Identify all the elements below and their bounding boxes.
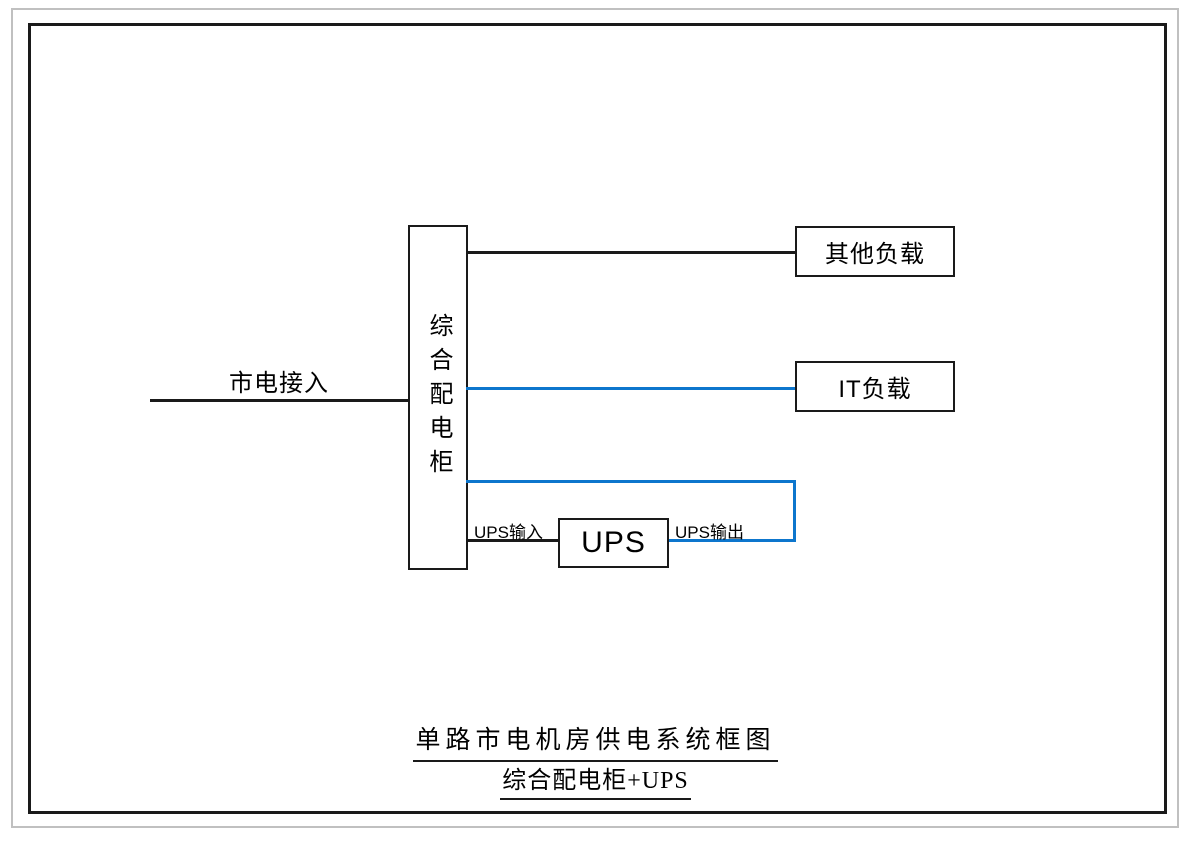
- mains-input-wire: [150, 399, 408, 402]
- mains-input-label: 市电接入: [229, 370, 329, 397]
- inner-border-frame: [28, 23, 1167, 814]
- other-load-wire: [466, 251, 795, 254]
- distribution-cabinet-box: 综合配电柜: [408, 225, 468, 570]
- caption-title-row: 单路市电机房供电系统框图: [0, 720, 1191, 762]
- other-load-box: 其他负载: [795, 226, 955, 277]
- ups-box: UPS: [558, 518, 669, 568]
- outer-border-frame: [11, 8, 1179, 828]
- other-load-label: 其他负载: [825, 241, 925, 268]
- ups-input-wire: [466, 539, 558, 542]
- it-load-box: IT负载: [795, 361, 955, 412]
- diagram-subtitle: 综合配电柜+UPS: [500, 760, 691, 800]
- ups-output-label: UPS输出: [675, 523, 744, 542]
- ups-feed-wire-top: [466, 480, 796, 483]
- it-load-label: IT负载: [838, 376, 912, 403]
- it-load-wire: [466, 387, 795, 390]
- ups-feed-wire-vertical: [793, 480, 796, 542]
- ups-box-label: UPS: [581, 526, 646, 559]
- distribution-cabinet-label: 综合配电柜: [425, 312, 452, 483]
- caption-subtitle-row: 综合配电柜+UPS: [0, 760, 1191, 800]
- diagram-title: 单路市电机房供电系统框图: [413, 720, 778, 762]
- ups-output-wire: [669, 539, 796, 542]
- ups-input-label: UPS输入: [474, 523, 543, 542]
